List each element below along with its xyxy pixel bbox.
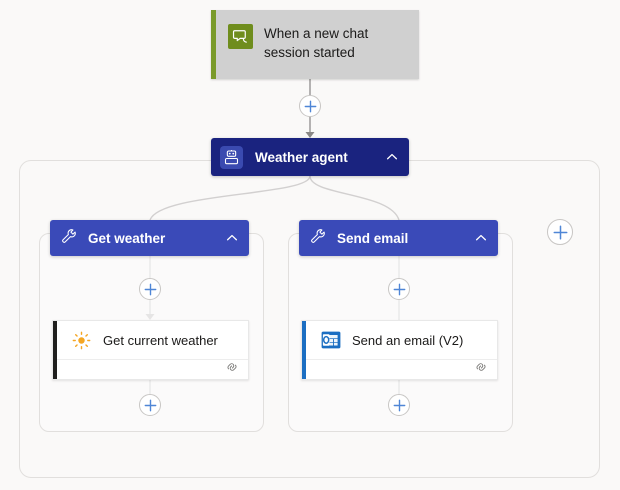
action-accent-bar [53, 321, 57, 379]
tool-node-label: Send email [337, 230, 409, 246]
plus-icon [144, 283, 156, 295]
plus-icon [553, 225, 567, 239]
action-card-title: Get current weather [103, 332, 218, 348]
trigger-accent-bar [211, 10, 216, 79]
tool-node-get-weather[interactable]: Get weather [50, 220, 249, 256]
action-card-header: Send an email (V2) [306, 321, 497, 360]
action-card-footer [57, 360, 248, 379]
plus-icon [393, 283, 405, 295]
outlook-icon [320, 330, 341, 351]
tool-node-label: Get weather [88, 230, 166, 246]
action-card-get-current-weather[interactable]: Get current weather [52, 320, 249, 380]
agent-node-label: Weather agent [255, 149, 348, 165]
trigger-title: When a new chat session started [264, 26, 369, 60]
action-card-body: Get current weather [57, 321, 248, 379]
action-card-send-an-email-v2[interactable]: Send an email (V2) [301, 320, 498, 380]
add-tool-button[interactable] [547, 219, 573, 245]
connection-icon[interactable] [225, 360, 239, 379]
add-step-button-after-send-an-email[interactable] [388, 394, 410, 416]
wrench-icon [310, 228, 326, 249]
add-step-button-after-trigger[interactable] [299, 95, 321, 117]
action-card-body: Send an email (V2) [306, 321, 497, 379]
action-card-footer [306, 360, 497, 379]
agent-node-weather-agent[interactable]: Weather agent [211, 138, 409, 176]
chevron-up-icon[interactable] [385, 150, 399, 164]
add-step-button-send-email[interactable] [388, 278, 410, 300]
chat-bubble-icon [228, 24, 253, 49]
add-step-button-get-weather[interactable] [139, 278, 161, 300]
tool-node-send-email[interactable]: Send email [299, 220, 498, 256]
trigger-body: When a new chat session started [216, 10, 404, 62]
plus-icon [304, 100, 316, 112]
plus-icon [144, 399, 156, 411]
sun-icon [71, 330, 92, 351]
wrench-icon [61, 228, 77, 249]
chevron-up-icon[interactable] [474, 231, 488, 245]
plus-icon [393, 399, 405, 411]
chevron-up-icon[interactable] [225, 231, 239, 245]
action-accent-bar [302, 321, 306, 379]
action-card-header: Get current weather [57, 321, 248, 360]
trigger-card[interactable]: When a new chat session started [211, 10, 419, 79]
add-step-button-after-get-current-weather[interactable] [139, 394, 161, 416]
action-card-title: Send an email (V2) [352, 332, 464, 348]
robot-icon [220, 145, 243, 169]
connection-icon[interactable] [474, 360, 488, 379]
